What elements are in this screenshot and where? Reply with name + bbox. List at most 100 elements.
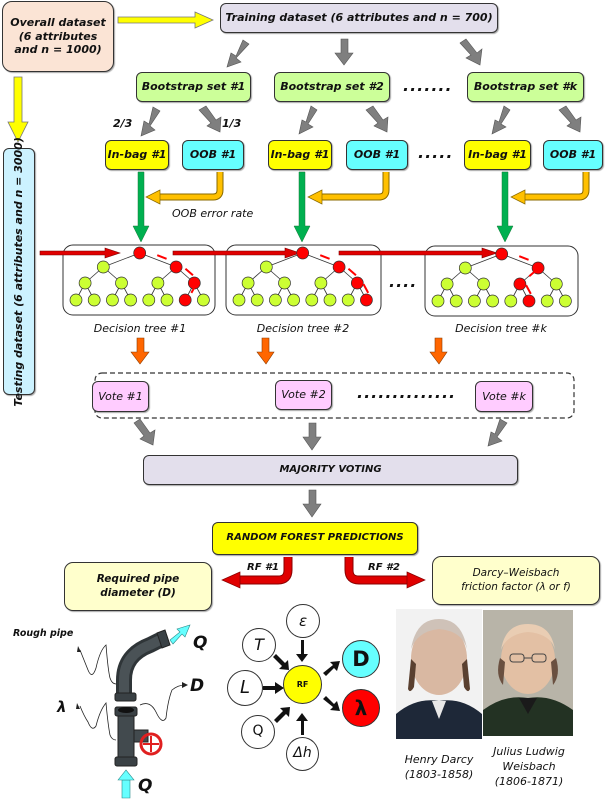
- arrow-training-to-bootstrap-1: [226, 39, 250, 68]
- tree-leaf-node: [360, 293, 373, 307]
- rf-output-lambda: λ: [342, 689, 380, 727]
- rf-branch-arrows: [221, 557, 426, 589]
- arrow-vote1-majority: [133, 418, 156, 446]
- friction-label: λ: [57, 698, 67, 716]
- decision-path-marker: [525, 284, 532, 295]
- overall-dataset-box: Overall dataset (6 attributes and n = 10…: [2, 1, 114, 72]
- tree-node: [477, 277, 490, 291]
- arrow-bootstrap2-oob: [365, 105, 389, 133]
- arrow-Q-rf: [274, 707, 290, 723]
- decision-path-marker: [347, 267, 357, 277]
- tree-leaf-node: [431, 294, 445, 308]
- oob-box-k: OOB #1: [543, 140, 603, 170]
- tree-leaf-node: [522, 294, 536, 308]
- arrow-training-to-bootstrap-2: [334, 38, 354, 66]
- decision-path-marker: [319, 254, 330, 260]
- tree-node: [96, 260, 110, 274]
- oob-box-1: OOB #1: [182, 140, 244, 170]
- tree-2-root-node: [296, 246, 310, 260]
- inbag-fraction-label: 2/3: [113, 117, 133, 130]
- tree-leaf-node: [69, 293, 83, 307]
- arrow-overall-to-testing: [7, 76, 29, 143]
- inbag-box-k: In-bag #1: [464, 140, 531, 170]
- arrow-treek-votek: [429, 337, 448, 365]
- arrow-overall-to-training: [117, 11, 214, 29]
- portrait-icon: [396, 609, 482, 739]
- tree-edge: [139, 252, 177, 268]
- bootstrap-ellipsis: .......: [403, 76, 453, 95]
- tree-node: [513, 277, 527, 291]
- arrow-training-to-bootstrap-k: [459, 38, 483, 66]
- rf-input-L: L: [227, 670, 263, 706]
- arrow-L-rf: [263, 682, 284, 694]
- arrow-inbag1-to-tree1: [132, 171, 150, 243]
- tree-node: [115, 276, 128, 290]
- tree-edge: [501, 253, 539, 269]
- tree-leaf-node: [269, 293, 282, 307]
- random-forest-predictions-box: RANDOM FOREST PREDICTIONS: [212, 522, 418, 555]
- rough-pipe-label: Rough pipe: [13, 628, 74, 639]
- tree-node: [458, 261, 472, 275]
- tree-edge: [266, 252, 303, 268]
- tree-leaf-node: [160, 293, 174, 307]
- arrow-bootstrap2-inbag: [298, 105, 318, 135]
- vote-box-k: Vote #k: [475, 381, 533, 412]
- testing-dataset-box: Testing dataset (6 attributes and n = 30…: [3, 137, 35, 406]
- arrow-bootstrap1-oob: [198, 105, 222, 133]
- tree-node: [549, 277, 563, 291]
- tree-ellipsis: ....: [389, 272, 418, 291]
- subset-ellipsis: .....: [418, 143, 454, 162]
- vote-ellipsis: ..............: [357, 383, 457, 402]
- rf-input-Q: Q: [241, 715, 275, 749]
- majority-voting-box: MAJORITY VOTING: [143, 455, 518, 485]
- tree-leaf-node: [449, 294, 463, 308]
- tree-edge: [302, 252, 340, 268]
- arrow-inbagk-to-treek: [496, 171, 514, 243]
- tree-leaf-node: [341, 293, 355, 307]
- oob-box-2: OOB #1: [346, 140, 408, 170]
- decision-path-marker: [184, 267, 194, 277]
- arrow-T-rf: [273, 654, 289, 670]
- tree-leaf-node: [124, 293, 137, 307]
- rf-output-D: D: [342, 640, 380, 678]
- portrait-icon: [483, 610, 573, 736]
- tree-node: [350, 276, 364, 290]
- bootstrap-set-1: Bootstrap set #1: [136, 72, 251, 102]
- rf-input-delta-h: Δh: [286, 737, 319, 771]
- vote-box-2: Vote #2: [275, 380, 332, 410]
- tree-leaf-node: [232, 293, 246, 307]
- tree-leaf-node: [87, 293, 101, 307]
- oob-feedback-arrows: [145, 172, 590, 205]
- tree-node: [332, 260, 346, 274]
- bootstrap-set-2: Bootstrap set #2: [274, 72, 390, 102]
- julius-weisbach-portrait: [483, 610, 573, 736]
- arrow-vote2-majority: [302, 422, 322, 451]
- tree-leaf-node: [178, 293, 192, 307]
- oob-error-rate-label: OOB error rate: [172, 207, 254, 220]
- tree-leaf-node: [486, 294, 499, 308]
- pipe-illustration: [76, 624, 191, 799]
- tree-leaf-node: [287, 293, 300, 307]
- flow-in-label: Q: [138, 776, 153, 796]
- rf-model-diagram: [263, 640, 340, 735]
- tree-node: [169, 260, 183, 274]
- arrow-dh-rf: [296, 713, 308, 735]
- tree-node: [259, 260, 273, 274]
- flow-out-label: Q: [193, 633, 208, 653]
- arrow-tree1-vote1: [130, 337, 150, 365]
- tree-2-caption: Decision tree #2: [256, 322, 350, 335]
- tree-leaf-node: [468, 294, 481, 308]
- tree-leaf-node: [504, 294, 518, 308]
- henry-darcy-portrait: [396, 609, 482, 739]
- friction-factor-output-box: Darcy–Weisbach friction factor (λ or f): [432, 556, 600, 605]
- tree-edge: [103, 252, 140, 268]
- arrow-rf-lambda: [323, 696, 340, 711]
- tree-leaf-node: [197, 293, 210, 307]
- testing-data-flow-arrows: [39, 247, 498, 259]
- tree-node: [151, 276, 165, 290]
- training-dataset-box: Training dataset (6 attributes and n = 7…: [220, 3, 498, 33]
- tree-leaf-node: [305, 293, 319, 307]
- arrow-rf-D: [323, 661, 340, 676]
- arrow-inbag2-to-tree2: [293, 171, 311, 243]
- rf-center-node: RF: [283, 665, 322, 704]
